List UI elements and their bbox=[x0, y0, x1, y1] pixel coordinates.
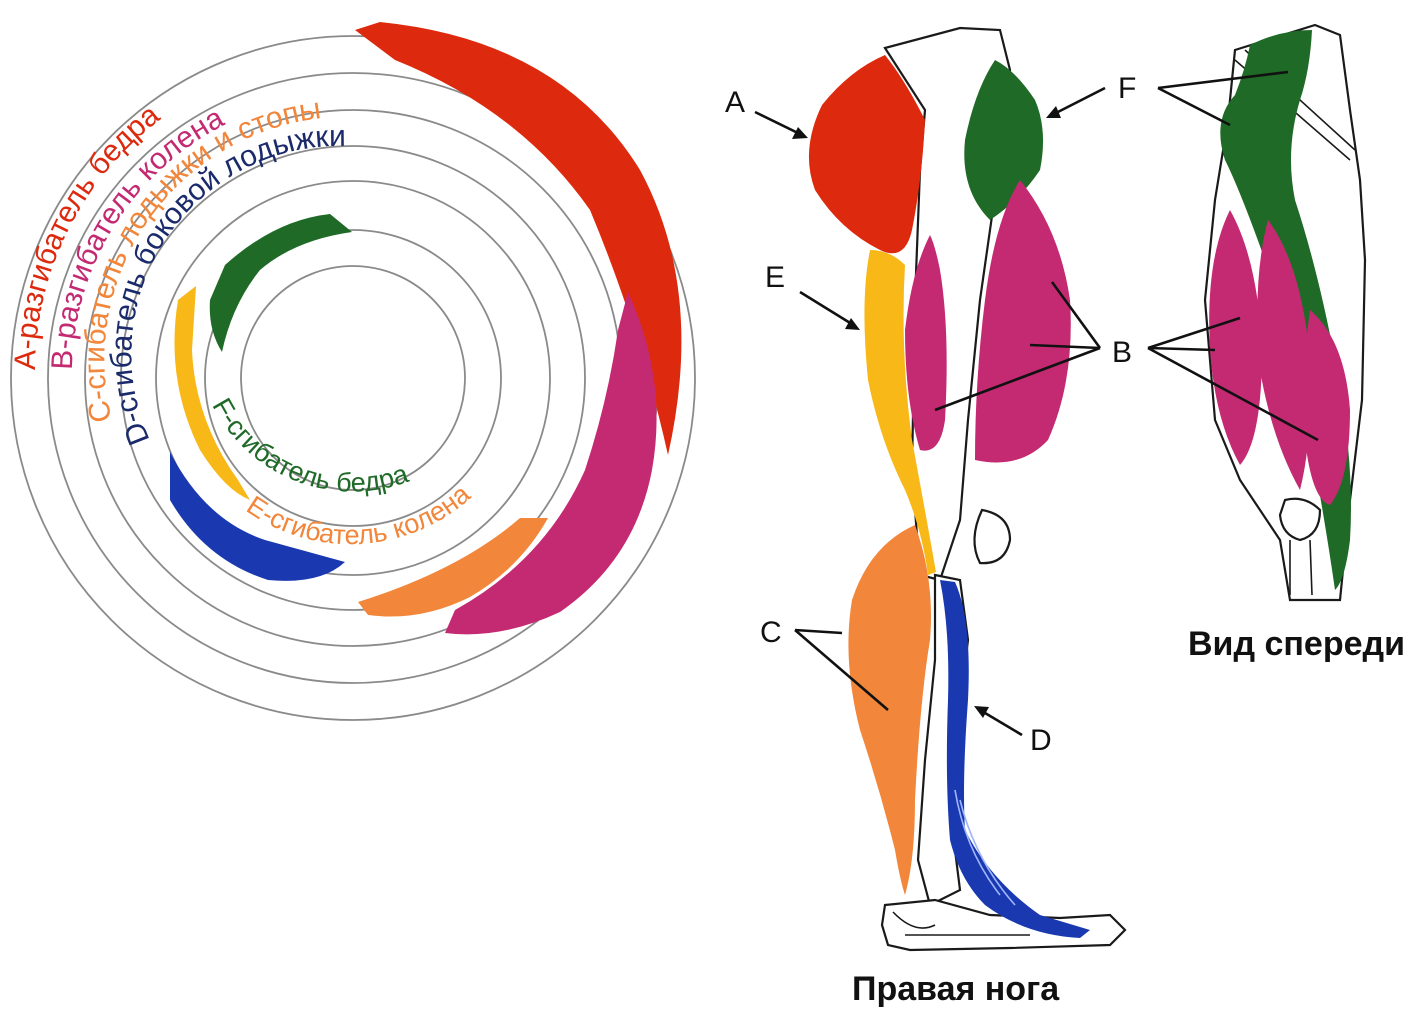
muscle-B-front-quad-3 bbox=[1303, 310, 1350, 505]
arrowhead-D bbox=[974, 706, 989, 718]
muscle-C-calf bbox=[848, 525, 931, 895]
heel-line bbox=[892, 911, 936, 929]
thigh-front-view: Вид спереди bbox=[1147, 23, 1405, 663]
arrowhead-A bbox=[792, 127, 808, 139]
arrow-D bbox=[979, 708, 1023, 737]
foot-outline bbox=[880, 898, 1127, 952]
segment-F-hip-flexor bbox=[209, 214, 352, 352]
segment-C-ankle-foot-flexor bbox=[358, 518, 548, 617]
caption-front-view: Вид спереди bbox=[1188, 625, 1405, 663]
ring-inner bbox=[240, 265, 466, 491]
segment-E-knee-flexor bbox=[174, 286, 250, 500]
arrow-B-2 bbox=[1029, 343, 1101, 350]
kneecap-front bbox=[1278, 497, 1322, 542]
arrow-C-2 bbox=[794, 629, 889, 711]
ring-5 bbox=[155, 180, 551, 576]
arrow-B-front-3 bbox=[1147, 346, 1319, 442]
letter-A: A bbox=[725, 86, 745, 119]
segment-A-hip-extensor bbox=[355, 22, 682, 455]
arrow-C-1 bbox=[794, 628, 843, 635]
knee-cap bbox=[973, 508, 1012, 565]
arrow-B-front-1 bbox=[1147, 316, 1241, 350]
caption-side-view: Правая нога bbox=[852, 970, 1060, 1008]
arrow-B-3 bbox=[934, 346, 1101, 412]
arrow-A bbox=[754, 110, 803, 137]
muscle-B-quadriceps-front bbox=[975, 180, 1071, 463]
muscle-B-quadriceps-back bbox=[905, 235, 947, 451]
shin-lines bbox=[1289, 539, 1313, 596]
arrow-F-front-2 bbox=[1157, 86, 1231, 127]
letter-F: F bbox=[1118, 72, 1136, 105]
arrow-F-side bbox=[1051, 86, 1106, 117]
segment-B-knee-extensor bbox=[445, 292, 657, 635]
muscle-activity-ring-chart: A-разгибатель бедра B-разгибатель колена… bbox=[9, 22, 696, 721]
muscle-F-hip-flexor bbox=[964, 60, 1044, 220]
ring-6 bbox=[204, 229, 502, 527]
arrow-F-front-1 bbox=[1157, 70, 1289, 90]
muscle-D-tibialis bbox=[940, 580, 1090, 938]
letter-C: C bbox=[760, 616, 782, 649]
arrowhead-E bbox=[845, 318, 860, 330]
arrow-E bbox=[799, 290, 856, 328]
segment-D-lateral-ankle-flexor bbox=[170, 452, 345, 581]
letter-E: E bbox=[765, 261, 785, 294]
ring-4 bbox=[120, 145, 586, 611]
right-leg-side-view: A E F B C D Правая нога bbox=[725, 26, 1136, 1008]
muscle-E-hamstring bbox=[864, 250, 936, 575]
muscle-B-front-quad-2 bbox=[1257, 220, 1311, 490]
ring-outer bbox=[10, 35, 696, 721]
arrow-B-1 bbox=[1050, 281, 1102, 349]
arrowhead-F-side bbox=[1046, 106, 1061, 118]
letter-B: B bbox=[1112, 336, 1132, 369]
muscle-A-gluteus bbox=[808, 55, 925, 254]
letter-D: D bbox=[1030, 724, 1052, 757]
tendon-lines bbox=[954, 789, 1016, 906]
arrow-B-front-2 bbox=[1147, 346, 1216, 352]
